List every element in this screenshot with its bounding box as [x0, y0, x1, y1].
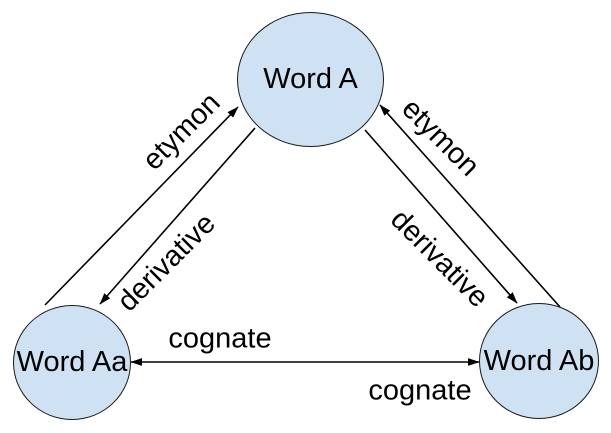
node-word-a: Word A — [237, 12, 384, 147]
node-word-ab-label: Word Ab — [483, 344, 595, 377]
edge-etymon-left — [44, 106, 239, 306]
edge-derivative-right — [364, 129, 518, 304]
edge-etymon-right — [379, 104, 561, 308]
edge-label-cognate-left: cognate — [168, 322, 272, 355]
node-word-ab: Word Ab — [479, 303, 599, 419]
edge-derivative-left — [99, 127, 256, 305]
edge-label-cognate-right: cognate — [368, 374, 472, 407]
node-word-a-label: Word A — [263, 63, 358, 95]
node-word-aa-label: Word Aa — [16, 346, 128, 378]
node-word-aa: Word Aa — [13, 305, 131, 420]
